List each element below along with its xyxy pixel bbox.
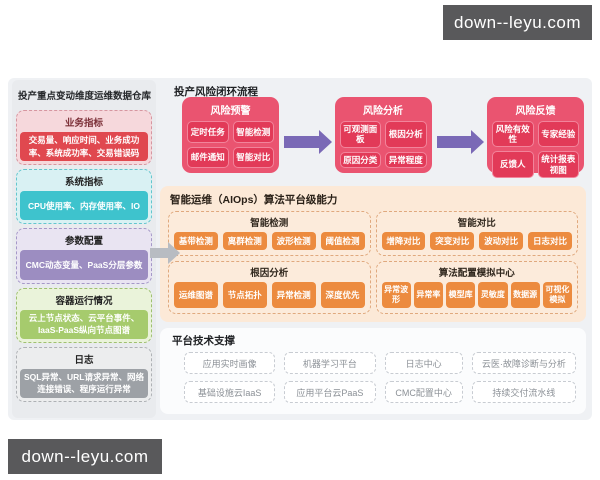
aiops-item: 可视化模拟 <box>542 281 572 308</box>
group-intelligent-comparison: 智能对比 增降对比 突变对比 波动对比 日志对比 <box>375 211 578 256</box>
platform-item: 机器学习平台 <box>284 352 376 374</box>
platform-item: 应用平台云PaaS <box>284 381 376 403</box>
arrow-bar <box>284 136 320 148</box>
section-title: 业务指标 <box>64 118 103 129</box>
aiops-item: 波动对比 <box>479 232 524 250</box>
stage-risk-analysis: 风险分析 可观测面板 根因分析 原因分类 异常程度 <box>334 97 432 173</box>
section-parameter-config: 参数配置 CMC动态变量、PaaS分层参数 <box>16 228 152 284</box>
aiops-item: 节点拓扑 <box>222 281 267 308</box>
arrow-head <box>471 130 484 154</box>
watermark-bottom: down--leyu.com <box>8 439 162 474</box>
platform-item: CMC配置中心 <box>384 381 463 403</box>
aiops-item: 异常检测 <box>271 281 316 308</box>
aiops-item: 离群检测 <box>222 232 267 250</box>
platform-item: 云医·故障诊断与分析 <box>471 352 576 374</box>
stage-title: 风险反馈 <box>515 106 556 117</box>
aiops-item: 异常波形 <box>381 281 411 308</box>
stage-item: 智能对比 <box>232 146 274 168</box>
section-content: 交易量、响应时间、业务成功率、系统成功率、交易错误码 <box>20 132 148 162</box>
platform-item: 应用实时画像 <box>184 352 276 374</box>
platform-grid: 应用实时画像 机器学习平台 日志中心 云医·故障诊断与分析 基础设施云IaaS … <box>170 352 576 403</box>
stage-item: 风险有效性 <box>492 121 534 148</box>
group-algorithm-config-center: 算法配置模拟中心 异常波形 异常率 模型库 灵敏度 数据源 可视化模拟 <box>375 260 578 314</box>
platform-item: 日志中心 <box>384 352 463 374</box>
stage-item: 根因分析 <box>385 121 427 148</box>
watermark-text: down--leyu.com <box>454 12 581 32</box>
stage-item: 定时任务 <box>187 121 229 143</box>
stage-grid: 风险有效性 专家经验 反馈人 统计报表视图 <box>492 121 579 178</box>
aiops-item: 深度优先 <box>320 281 365 308</box>
aiops-item: 异常率 <box>413 281 443 308</box>
section-content: 云上节点状态、云平台事件、IaaS-PaaS纵向节点图谱 <box>20 309 148 339</box>
group-title: 智能检测 <box>250 218 289 229</box>
aiops-item: 波形检测 <box>271 232 316 250</box>
arrow-head <box>168 242 180 264</box>
aiops-item: 日志对比 <box>528 232 572 250</box>
stage-risk-feedback: 风险反馈 风险有效性 专家经验 反馈人 统计报表视图 <box>487 97 584 178</box>
group-title: 根因分析 <box>250 267 289 279</box>
platform-support-panel: 平台技术支撑 应用实时画像 机器学习平台 日志中心 云医·故障诊断与分析 基础设… <box>160 328 586 414</box>
group-items: 基带检测 离群检测 波形检测 阈值检测 <box>174 232 365 250</box>
section-content: CMC动态变量、PaaS分层参数 <box>20 250 148 280</box>
stage-risk-warning: 风险预警 定时任务 智能检测 邮件通知 智能对比 <box>182 97 279 173</box>
data-warehouse-panel: 投产重点变动维度运维数据仓库 业务指标 交易量、响应时间、业务成功率、系统成功率… <box>12 80 156 418</box>
stage-item: 异常程度 <box>385 151 427 168</box>
group-intelligent-detection: 智能检测 基带检测 离群检测 波形检测 阈值检测 <box>168 211 371 256</box>
stage-item: 专家经验 <box>537 121 579 148</box>
aiops-item: 模型库 <box>446 281 476 308</box>
watermark-text: down--leyu.com <box>21 446 149 466</box>
stage-item: 原因分类 <box>339 151 381 168</box>
right-arrow-icon <box>435 130 484 154</box>
platform-title: 平台技术支撑 <box>172 335 235 347</box>
section-logs: 日志 SQL异常、URL请求异常、网络连接错误、程序运行异常 <box>16 346 152 403</box>
stage-grid: 定时任务 智能检测 邮件通知 智能对比 <box>187 121 274 168</box>
stage-title: 风险分析 <box>363 106 403 117</box>
right-arrow-icon <box>282 130 332 154</box>
aiops-grid: 智能检测 基带检测 离群检测 波形检测 阈值检测 智能对比 增降对比 突变对比 … <box>168 211 578 314</box>
risk-flow-title: 投产风险闭环流程 <box>174 86 258 98</box>
aiops-item: 数据源 <box>510 281 540 308</box>
aiops-item: 增降对比 <box>381 232 426 250</box>
section-business-metrics: 业务指标 交易量、响应时间、业务成功率、系统成功率、交易错误码 <box>16 110 152 166</box>
section-title: 日志 <box>74 354 94 366</box>
stage-item: 可观测面板 <box>339 121 381 148</box>
right-area: 投产风险闭环流程 风险预警 定时任务 智能检测 邮件通知 智能对比 风险分析 可… <box>160 78 588 420</box>
section-system-metrics: 系统指标 CPU使用率、内存使用率、IO <box>16 169 152 225</box>
section-title: 系统指标 <box>64 177 103 189</box>
stage-item: 智能检测 <box>232 121 274 143</box>
stage-item: 反馈人 <box>492 151 534 178</box>
aiops-item: 阈值检测 <box>320 232 365 250</box>
right-arrow-icon <box>150 242 180 264</box>
stage-item: 邮件通知 <box>187 146 229 168</box>
diagram-canvas: 投产重点变动维度运维数据仓库 业务指标 交易量、响应时间、业务成功率、系统成功率… <box>8 78 592 420</box>
arrow-head <box>318 130 332 154</box>
section-title: 参数配置 <box>64 236 103 248</box>
aiops-panel: 智能运维（AIOps）算法平台级能力 智能检测 基带检测 离群检测 波形检测 阈… <box>160 186 586 322</box>
aiops-item: 运维图谱 <box>174 281 218 308</box>
stage-grid: 可观测面板 根因分析 原因分类 异常程度 <box>339 121 427 168</box>
group-title: 算法配置模拟中心 <box>438 267 515 279</box>
group-items: 增降对比 突变对比 波动对比 日志对比 <box>381 232 572 250</box>
group-title: 智能对比 <box>457 218 496 229</box>
arrow-bar <box>150 248 168 258</box>
aiops-title: 智能运维（AIOps）算法平台级能力 <box>170 194 338 206</box>
group-items: 运维图谱 节点拓扑 异常检测 深度优先 <box>174 281 365 308</box>
aiops-item: 基带检测 <box>174 232 218 250</box>
aiops-item: 突变对比 <box>430 232 475 250</box>
platform-item: 持续交付流水线 <box>471 381 576 403</box>
risk-flow-row: 风险预警 定时任务 智能检测 邮件通知 智能对比 风险分析 可观测面板 根因分析… <box>182 97 584 178</box>
section-content: SQL异常、URL请求异常、网络连接错误、程序运行异常 <box>20 368 148 399</box>
group-root-cause-analysis: 根因分析 运维图谱 节点拓扑 异常检测 深度优先 <box>168 260 371 314</box>
arrow-bar <box>436 136 472 148</box>
section-container-status: 容器运行情况 云上节点状态、云平台事件、IaaS-PaaS纵向节点图谱 <box>16 287 152 343</box>
stage-title: 风险预警 <box>210 106 251 117</box>
watermark-top: down--leyu.com <box>443 5 592 40</box>
section-content: CPU使用率、内存使用率、IO <box>20 191 148 221</box>
aiops-item: 灵敏度 <box>478 281 508 308</box>
stage-item: 统计报表视图 <box>537 151 579 178</box>
data-warehouse-title: 投产重点变动维度运维数据仓库 <box>18 91 152 102</box>
group-items: 异常波形 异常率 模型库 灵敏度 数据源 可视化模拟 <box>381 281 572 308</box>
platform-item: 基础设施云IaaS <box>184 381 276 403</box>
section-title: 容器运行情况 <box>55 295 113 307</box>
